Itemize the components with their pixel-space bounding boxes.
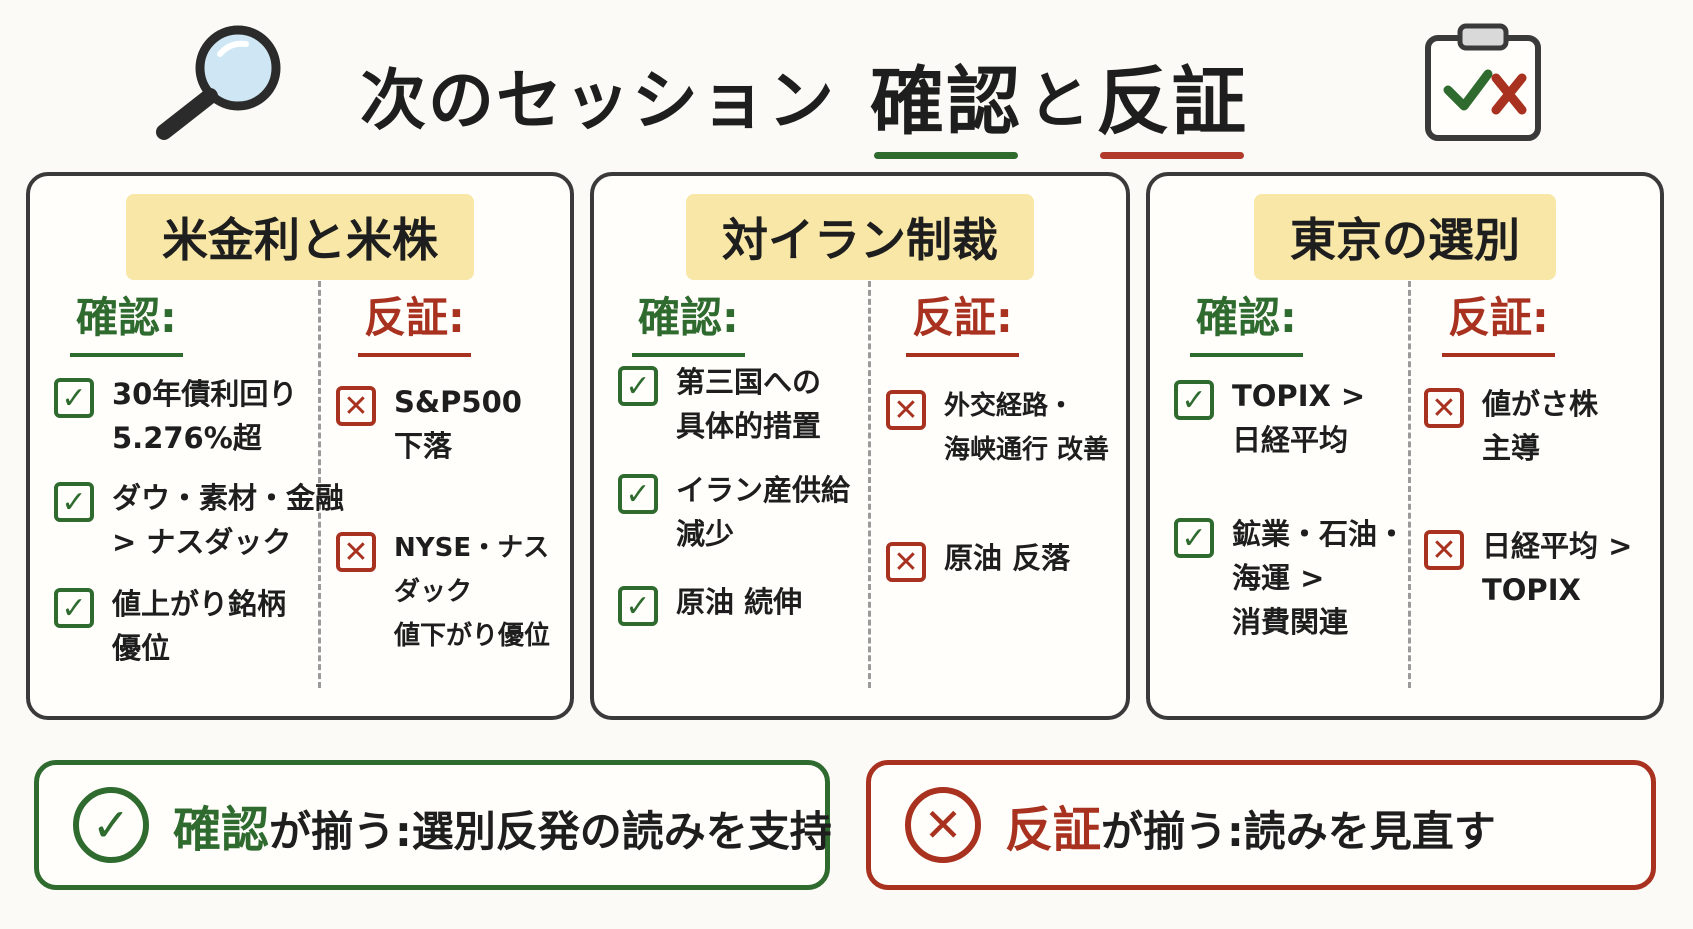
confirm-item: ✓ 値上がり銘柄 優位: [54, 582, 286, 670]
check-icon: ✓: [1174, 380, 1214, 420]
confirm-heading: 確認:: [632, 284, 745, 357]
refute-item: ✕ 外交経路・ 海峡通行 改善: [886, 384, 1109, 472]
refute-item: ✕ 原油 反落: [886, 536, 1070, 582]
check-icon: ✓: [54, 482, 94, 522]
confirm-item: ✓ イラン産供給 減少: [618, 468, 850, 556]
cross-icon: ✕: [886, 390, 926, 430]
refute-summary-text: 反証が揃う:読みを見直す: [1005, 802, 1496, 858]
confirm-item: ✓ 30年債利回り 5.276%超: [54, 372, 297, 460]
title-and: と: [1028, 64, 1091, 137]
confirm-item: ✓ 鉱業・石油・ 海運 > 消費関連: [1174, 512, 1406, 644]
refute-item: ✕ S&P500 下落: [336, 380, 522, 468]
title-confirm: 確認: [870, 42, 1022, 159]
refute-item: ✕ 日経平均 > TOPIX: [1424, 524, 1632, 612]
cross-icon: ✕: [1424, 388, 1464, 428]
card-tokyo-selection: 東京の選別 確認: 反証: ✓ TOPIX > 日経平均 ✓ 鉱業・石油・ 海運…: [1146, 172, 1664, 720]
refute-item: ✕ NYSE・ナスダック 値下がり優位: [336, 526, 570, 658]
refute-summary-bar: ✕ 反証が揃う:読みを見直す: [866, 760, 1656, 890]
page-title: 次のセッション 確認 と 反証: [360, 40, 1248, 159]
magnifying-glass-icon: [150, 20, 290, 140]
confirm-heading: 確認:: [1190, 284, 1303, 357]
refute-heading: 反証:: [906, 284, 1019, 357]
check-icon: ✓: [618, 474, 658, 514]
confirm-summary-bar: ✓ 確認が揃う:選別反発の読みを支持: [34, 760, 832, 890]
column-divider: [318, 281, 321, 688]
check-icon: ✓: [54, 378, 94, 418]
cross-circle-icon: ✕: [905, 787, 981, 863]
check-icon: ✓: [1174, 518, 1214, 558]
confirm-item: ✓ 第三国への 具体的措置: [618, 360, 821, 448]
card-title: 東京の選別: [1254, 194, 1556, 280]
check-icon: ✓: [618, 586, 658, 626]
confirm-summary-text: 確認が揃う:選別反発の読みを支持: [173, 802, 832, 858]
refute-heading: 反証:: [1442, 284, 1555, 357]
card-iran-sanctions: 対イラン制裁 確認: 反証: ✓ 第三国への 具体的措置 ✓ イラン産供給 減少…: [590, 172, 1130, 720]
clipboard-check-cross-icon: [1420, 22, 1550, 142]
cross-icon: ✕: [336, 386, 376, 426]
confirm-heading: 確認:: [70, 284, 183, 357]
cross-icon: ✕: [336, 532, 376, 572]
confirm-item: ✓ 原油 続伸: [618, 580, 802, 626]
refute-item: ✕ 値がさ株 主導: [1424, 382, 1598, 470]
column-divider: [1408, 281, 1411, 688]
confirm-item: ✓ TOPIX > 日経平均: [1174, 374, 1365, 462]
title-refute: 反証: [1096, 42, 1248, 159]
column-divider: [868, 281, 871, 688]
cross-icon: ✕: [886, 542, 926, 582]
check-icon: ✓: [54, 588, 94, 628]
refute-heading: 反証:: [358, 284, 471, 357]
card-title: 米金利と米株: [126, 194, 474, 280]
card-us-rates: 米金利と米株 確認: 反証: ✓ 30年債利回り 5.276%超 ✓ ダウ・素材…: [26, 172, 574, 720]
card-title: 対イラン制裁: [686, 194, 1034, 280]
check-icon: ✓: [618, 366, 658, 406]
check-circle-icon: ✓: [73, 787, 149, 863]
confirm-item: ✓ ダウ・素材・金融 > ナスダック: [54, 476, 344, 564]
cross-icon: ✕: [1424, 530, 1464, 570]
title-main: 次のセッション: [360, 62, 836, 139]
